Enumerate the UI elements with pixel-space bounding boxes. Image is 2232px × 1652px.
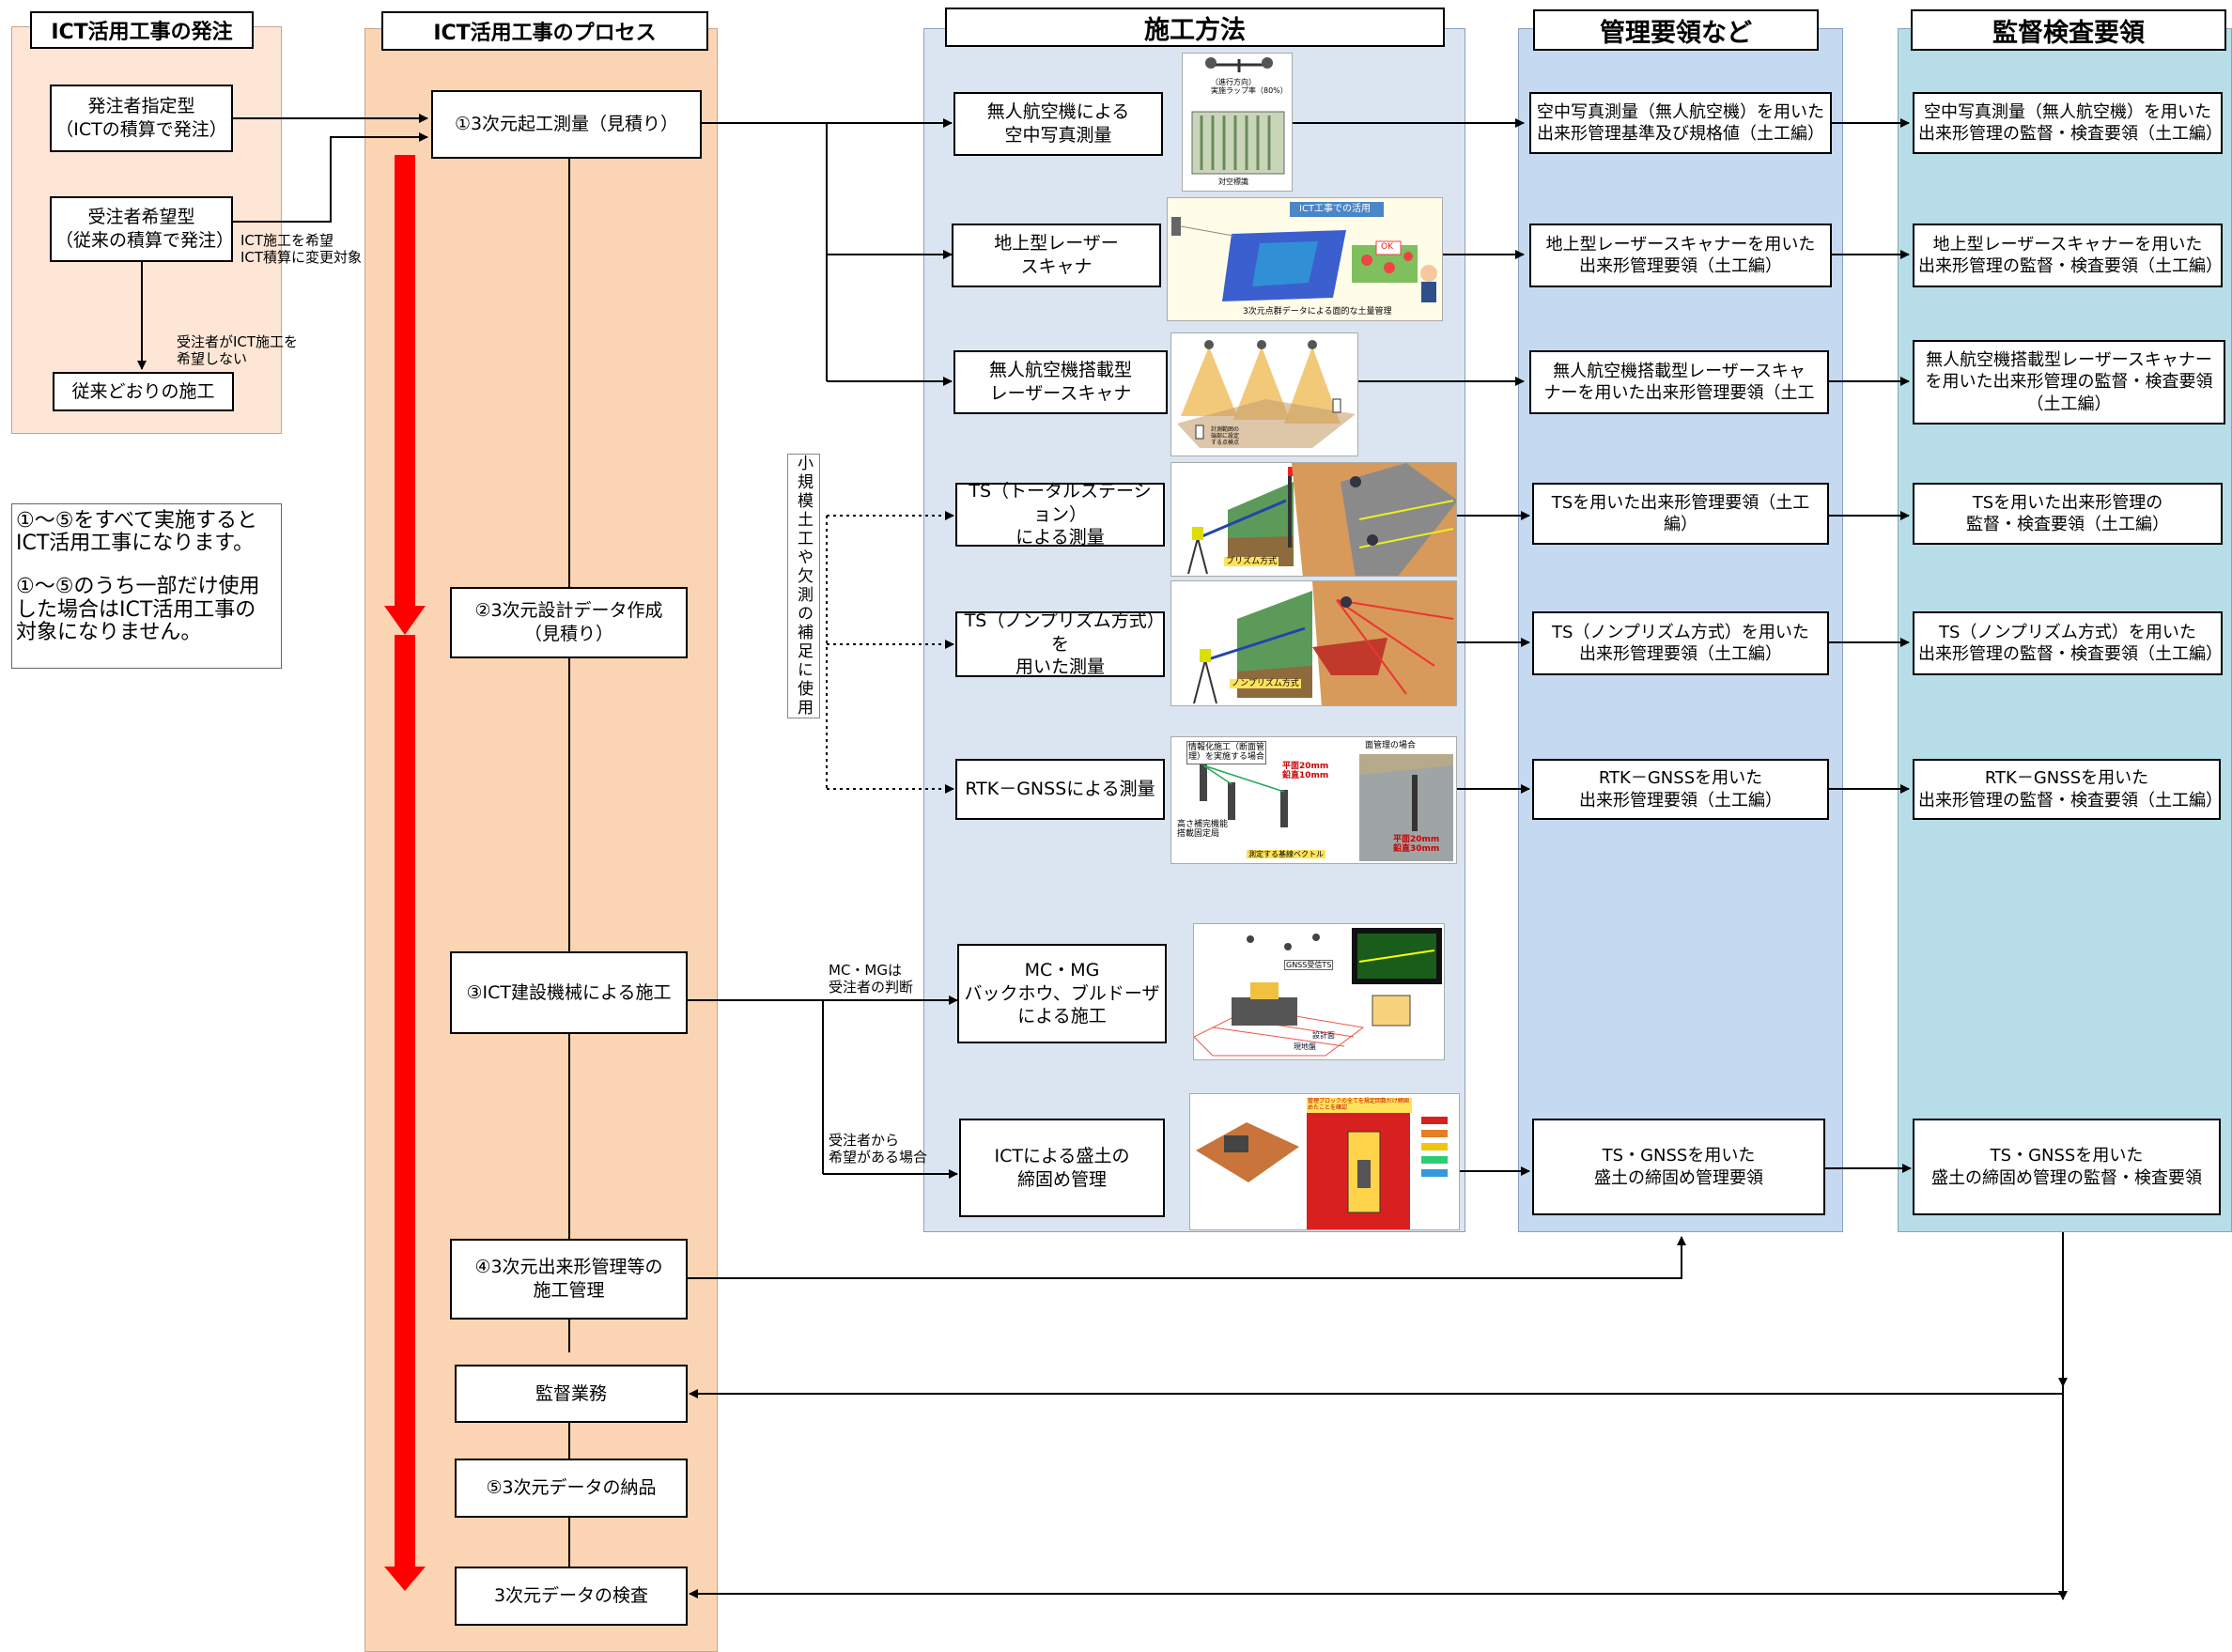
inspection-header: 監督検査要領	[1911, 9, 2226, 51]
inspection-compaction: TS・GNSSを用いた 盛土の締固め管理の監督・検査要領	[1913, 1119, 2221, 1215]
label-no-hope: 受注者がICT施工を 希望しない	[177, 333, 299, 367]
method-uav-laser: 無人航空機搭載型 レーザースキャナ	[953, 350, 1168, 414]
rtk-caption-info: 情報化施工（断面管 理）を実施する場合	[1186, 741, 1267, 764]
red-arrow-head-2	[384, 1567, 426, 1591]
process-step-2: ②3次元設計データ作成 （見積り）	[450, 587, 688, 658]
method-tls: 地上型レーザー スキャナ	[952, 224, 1161, 287]
process-supervision: 監督業務	[455, 1365, 688, 1423]
tls-caption-title: ICT工事での活用	[1299, 204, 1372, 214]
small-scale-note-text: 小規模土工や欠測の補足に使用	[794, 455, 813, 718]
designated-order-box: 発注者指定型 （ICTの積算で発注）	[50, 85, 233, 152]
management-ts: TSを用いた出来形管理要領（土工 編）	[1532, 483, 1829, 545]
management-uav-photo: 空中写真測量（無人航空機）を用いた 出来形管理基準及び規格値（土工編）	[1529, 92, 1832, 154]
conventional-construction-box: 従来どおりの施工	[53, 372, 234, 411]
red-arrow-shaft-1	[395, 155, 415, 606]
tls-illustration: ICT工事での活用 OK 3次元点群データによる面的な土量管理	[1167, 197, 1443, 321]
tls-caption-ok: OK	[1381, 242, 1393, 252]
label-compaction-branch: 受注者から 希望がある場合	[829, 1132, 928, 1166]
management-ts-nonprism: TS（ノンプリズム方式）を用いた 出来形管理要領（土工編）	[1532, 611, 1829, 675]
uav-photo-caption-2: 対空標識	[1218, 178, 1248, 186]
ts-nonprism-caption: ノンプリズム方式	[1230, 679, 1301, 689]
method-mcmg: MC・MG バックホウ、ブルドーザ による施工	[957, 944, 1167, 1043]
methods-header: 施工方法	[945, 8, 1445, 47]
process-step-4: ④3次元出来形管理等の 施工管理	[450, 1239, 688, 1320]
method-rtk-gnss: RTK－GNSSによる測量	[955, 759, 1165, 820]
ordering-header: ICT活用工事の発注	[30, 11, 254, 49]
management-compaction: TS・GNSSを用いた 盛土の締固め管理要領	[1532, 1119, 1825, 1215]
mcmg-caption-gnss: GNSS受信TS	[1284, 960, 1334, 971]
mcmg-caption-ground: 現地盤	[1294, 1042, 1316, 1051]
management-rtk-gnss: RTK－GNSSを用いた 出来形管理要領（土工編）	[1532, 759, 1829, 820]
inspection-rtk-gnss: RTK－GNSSを用いた 出来形管理の監督・検査要領（土工編）	[1913, 759, 2223, 820]
rtk-caption-baseline: 測定する基線ベクトル	[1247, 850, 1325, 859]
note-line-1: ①～⑤をすべて実施すると ICT活用工事になります。	[16, 509, 258, 556]
compaction-illustration: 管理ブロックの全てを規定回数だけ締固めたことを確認	[1189, 1093, 1460, 1230]
method-compaction: ICTによる盛土の 締固め管理	[959, 1119, 1165, 1217]
process-step-1: ①3次元起工測量（見積り）	[431, 90, 702, 159]
uav-photo-caption-1: （進行方向） 実施ラップ率（80%）	[1211, 78, 1288, 96]
inspection-uav-laser: 無人航空機搭載型レーザースキャナー を用いた出来形管理の監督・検査要領 （土工編…	[1913, 340, 2225, 425]
note-line-2: ①～⑤のうち一部だけ使用 した場合はICT活用工事の 対象になりません。	[16, 575, 260, 644]
process-step-5: ⑤3次元データの納品	[455, 1459, 688, 1518]
requested-order-box: 受注者希望型 （従来の積算で発注）	[50, 196, 234, 262]
rtk-caption-base: 高さ補完機能 搭載固定局	[1177, 820, 1229, 840]
process-data-inspection: 3次元データの検査	[455, 1567, 688, 1626]
inspection-ts: TSを用いた出来形管理の 監督・検査要領（土工編）	[1913, 483, 2223, 545]
red-arrow-head-1	[384, 606, 426, 635]
uav-photo-illustration: （進行方向） 実施ラップ率（80%） 対空標識	[1182, 53, 1293, 192]
uav-laser-illustration: 計測範囲の 端部に設定 する点検点	[1170, 332, 1358, 456]
inspection-ts-nonprism: TS（ノンプリズム方式）を用いた 出来形管理の監督・検査要領（土工編）	[1913, 611, 2223, 675]
tls-caption-bottom: 3次元点群データによる面的な土量管理	[1243, 307, 1392, 317]
rtk-illustration: 情報化施工（断面管 理）を実施する場合 面管理の場合 平面20mm 鉛直10mm…	[1170, 736, 1457, 864]
ts-illustration: プリズム方式	[1170, 462, 1457, 577]
small-scale-note: 小規模土工や欠測の補足に使用	[787, 454, 820, 718]
label-mcmg-branch: MC・MGは 受注者の判断	[829, 962, 914, 996]
mcmg-caption-design: 設計面	[1312, 1031, 1335, 1040]
ts-nonprism-illustration: ノンプリズム方式	[1170, 580, 1457, 706]
rtk-caption-tol-1: 平面20mm 鉛直10mm	[1282, 762, 1329, 781]
method-ts-nonprism: TS（ノンプリズム方式）を 用いた測量	[955, 610, 1165, 677]
label-ict-hope: ICT施工を希望 ICT積算に変更対象	[240, 232, 363, 266]
method-ts: TS（トータルステーション） による測量	[955, 481, 1165, 548]
management-tls: 地上型レーザースキャナーを用いた 出来形管理要領（土工編）	[1529, 224, 1832, 287]
mcmg-illustration: GNSS受信TS 設計面 現地盤	[1193, 923, 1445, 1060]
rtk-caption-tol-2: 平面20mm 鉛直30mm	[1393, 835, 1440, 855]
uav-laser-caption: 計測範囲の 端部に設定 する点検点	[1211, 426, 1240, 446]
management-header: 管理要領など	[1533, 9, 1819, 51]
process-step-3: ③ICT建設機械による施工	[450, 951, 688, 1034]
inspection-tls: 地上型レーザースキャナーを用いた 出来形管理の監督・検査要領（土工編）	[1913, 224, 2223, 287]
management-uav-laser: 無人航空機搭載型レーザースキャ ナーを用いた出来形管理要領（土工	[1529, 350, 1829, 414]
compaction-caption: 管理ブロックの全てを規定回数だけ締固めたことを確認	[1307, 1098, 1412, 1113]
rtk-caption-surface: 面管理の場合	[1365, 741, 1417, 750]
note-box: ①～⑤をすべて実施すると ICT活用工事になります。 ①～⑤のうち一部だけ使用 …	[11, 503, 282, 669]
red-arrow-shaft-2	[395, 635, 415, 1567]
inspection-uav-photo: 空中写真測量（無人航空機）を用いた 出来形管理の監督・検査要領（土工編）	[1913, 92, 2223, 154]
process-header: ICT活用工事のプロセス	[381, 11, 708, 51]
ts-caption: プリズム方式	[1224, 557, 1279, 567]
method-uav-photo: 無人航空機による 空中写真測量	[953, 92, 1163, 156]
